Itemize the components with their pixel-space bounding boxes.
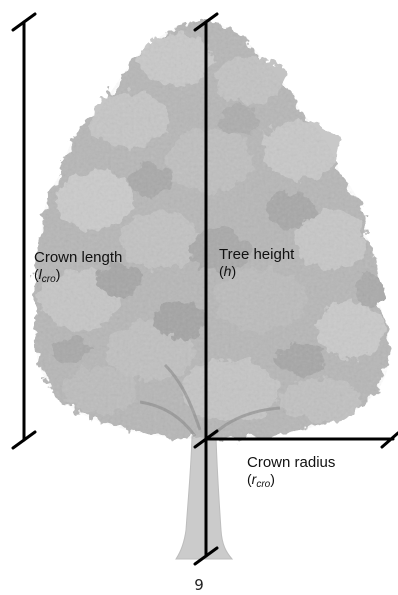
page-number: 9 [0,576,398,594]
crown-radius-title: Crown radius [247,454,335,471]
crown-length-line [13,14,35,448]
crown-radius-subscript: cro [256,479,270,490]
crown-radius-label: Crown radius (rcro) [247,454,335,487]
crown-length-symbol: (lcro) [34,266,122,282]
tree-height-close-paren: ) [231,263,236,279]
crown-length-close-paren: ) [56,266,61,282]
crown-length-label: Crown length (lcro) [34,249,122,282]
crown-radius-symbol: (rcro) [247,471,335,487]
crown-length-subscript: cro [42,274,56,285]
tree-trunk [176,436,232,559]
tree-height-label: Tree height (h) [219,246,294,279]
crown-radius-close-paren: ) [270,471,275,487]
crown-length-title: Crown length [34,249,122,266]
tree-height-title: Tree height [219,246,294,263]
tree-height-symbol: (h) [219,263,294,279]
foliage-texture [30,18,395,443]
